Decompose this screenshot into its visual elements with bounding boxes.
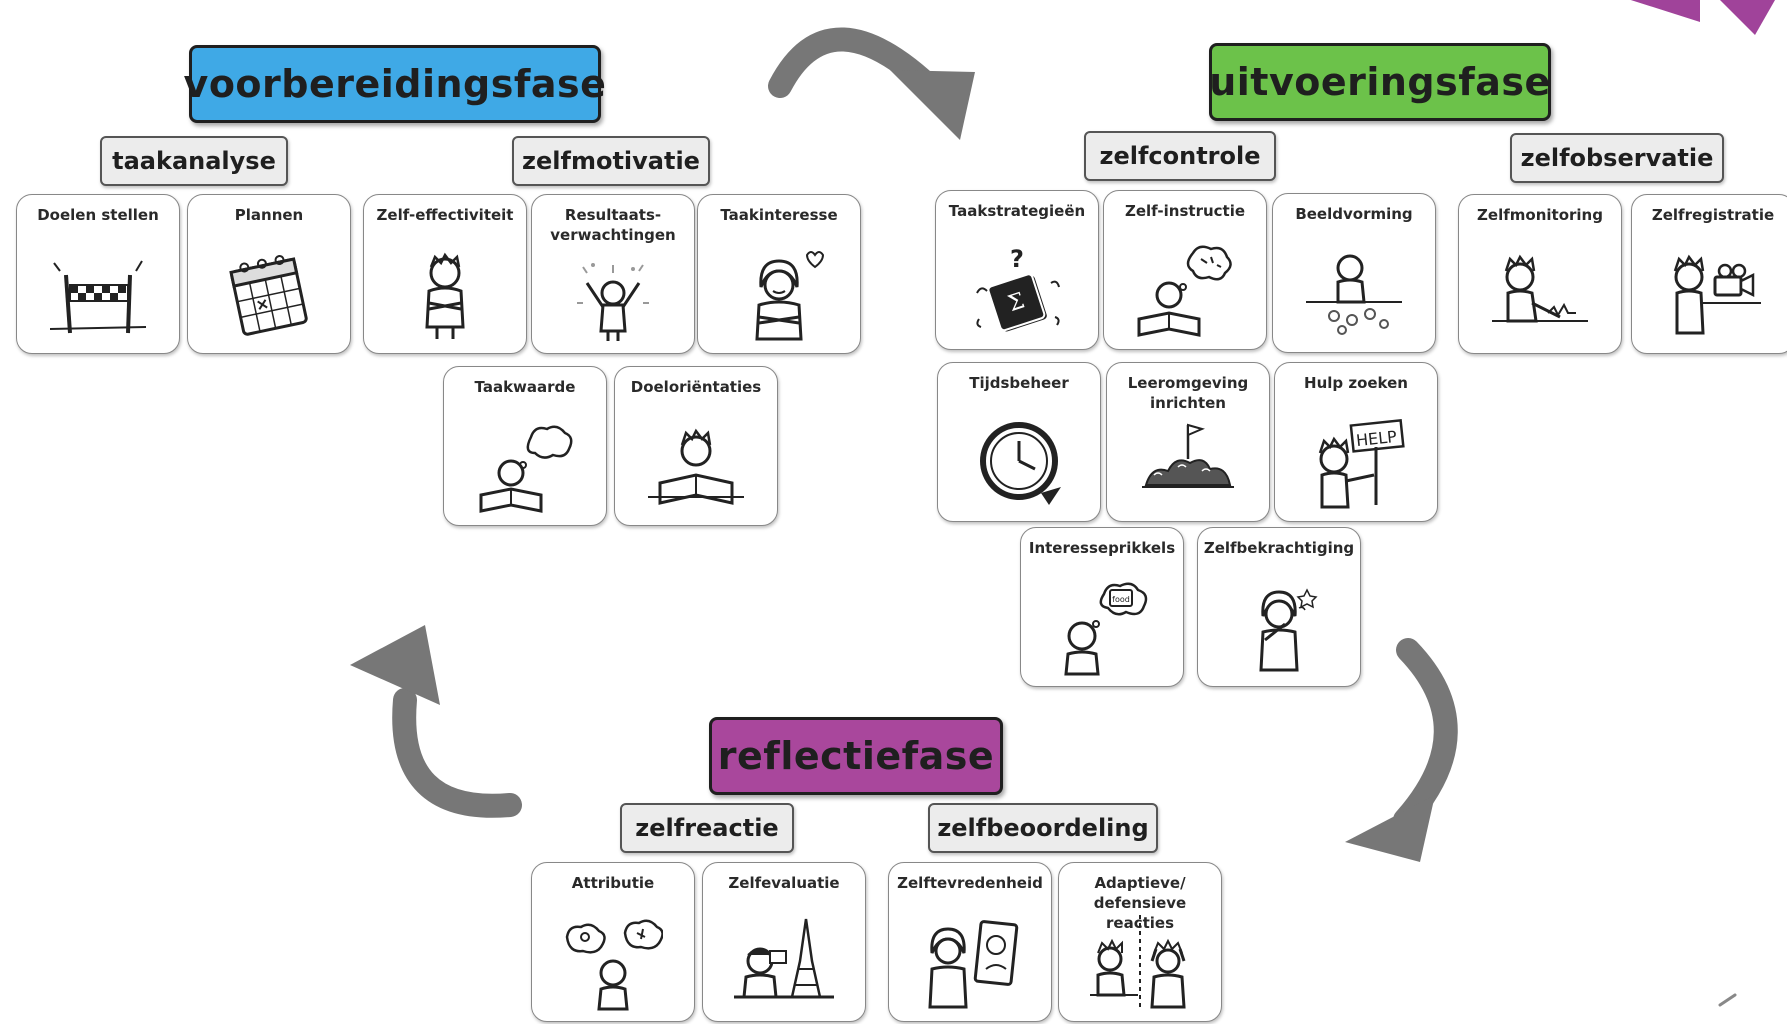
card-leeromgeving-inrichten: Leeromgeving inrichten xyxy=(1106,362,1270,522)
card-taakinteresse: Taakinteresse xyxy=(697,194,861,354)
clock-icon xyxy=(980,422,1061,505)
card-label: Zelfbekrachtiging xyxy=(1203,539,1355,557)
card-label: Taakstrategieën xyxy=(948,202,1086,220)
card-label: Resultaats- verwachtingen xyxy=(550,206,676,244)
card-label: Zelfevaluatie xyxy=(728,874,840,892)
imagery-icon xyxy=(1306,254,1402,335)
card-label: Zelfmonitoring xyxy=(1477,206,1603,224)
arrow-refl-to-prep-head xyxy=(350,625,440,705)
calendar-icon xyxy=(229,255,308,336)
card-tijdsbeheer: Tijdsbeheer xyxy=(937,362,1101,522)
cheering-person-icon xyxy=(577,263,649,341)
svg-text:Σ: Σ xyxy=(1005,288,1028,317)
card-label: Zelf-instructie xyxy=(1124,202,1246,220)
group-zelfreactie: zelfreactie xyxy=(620,803,794,853)
group-taakanalyse: taakanalyse xyxy=(100,136,288,186)
group-zelfobservatie: zelfobservatie xyxy=(1510,133,1724,183)
card-resultaatsverwachtingen: Resultaats- verwachtingen xyxy=(531,194,695,354)
card-doelorientaties: Doeloriëntaties xyxy=(614,366,778,526)
card-hulp-zoeken: Hulp zoeken HELP xyxy=(1274,362,1438,522)
card-label: Zelfregistratie xyxy=(1651,206,1775,224)
card-zelf-instructie: Zelf-instructie xyxy=(1103,190,1267,350)
finish-line-icon xyxy=(49,260,147,334)
card-zelftevredenheid: Zelftevredenheid xyxy=(888,862,1052,1022)
card-zelfbekrachtiging: Zelfbekrachtiging xyxy=(1197,527,1361,687)
reading-person-icon xyxy=(648,428,744,505)
card-label: Taakinteresse xyxy=(720,206,838,224)
phase-title-reflection: reflectiefase xyxy=(709,717,1003,795)
card-plannen: Plannen xyxy=(187,194,351,354)
card-label: Doelen stellen xyxy=(37,206,159,224)
svg-text:food: food xyxy=(1112,595,1130,604)
group-zelfmotivatie: zelfmotivatie xyxy=(512,136,710,186)
svg-text:HELP: HELP xyxy=(1355,427,1398,450)
card-label: Interesseprikkels xyxy=(1028,539,1176,557)
card-zelf-effectiviteit: Zelf-effectiviteit xyxy=(363,194,527,354)
mirror-icon xyxy=(928,920,1019,1009)
reward-icon xyxy=(1259,588,1318,672)
environment-icon xyxy=(1142,423,1234,488)
help-sign-icon: HELP xyxy=(1318,418,1405,509)
confident-person-icon xyxy=(425,252,465,339)
card-label: Zelftevredenheid xyxy=(897,874,1043,892)
card-label: Zelf-effectiviteit xyxy=(376,206,514,224)
arrow-refl-to-prep xyxy=(392,688,522,818)
card-label: Hulp zoeken xyxy=(1304,374,1408,392)
corner-accent-2 xyxy=(1720,0,1775,35)
phase-title-preparation: voorbereidingsfase xyxy=(184,45,606,123)
monitoring-icon xyxy=(1492,254,1588,323)
food-thought-icon: food xyxy=(1064,582,1148,676)
reading-thinking-icon xyxy=(479,425,573,513)
attribution-icon xyxy=(565,919,663,1011)
card-zelfevaluatie: Zelfevaluatie xyxy=(702,862,866,1022)
arrow-prep-to-exec xyxy=(768,27,947,104)
card-doelen-stellen: Doelen stellen xyxy=(16,194,180,354)
arrow-exec-to-refl-head xyxy=(1345,795,1435,862)
card-zelfregistratie: Zelfregistratie xyxy=(1631,194,1787,354)
group-zelfbeoordeling: zelfbeoordeling xyxy=(928,803,1158,853)
pen-icon xyxy=(1718,993,1737,1007)
card-interesseprikkels: Interesseprikkels food xyxy=(1020,527,1184,687)
card-label: Taakwaarde xyxy=(474,378,576,396)
eiffel-tower-icon xyxy=(734,918,834,999)
phase-title-execution: uitvoeringsfase xyxy=(1209,43,1551,121)
card-label: Beeldvorming xyxy=(1295,205,1413,223)
interested-person-icon xyxy=(755,251,825,341)
card-beeldvorming: Beeldvorming xyxy=(1272,193,1436,353)
self-instruction-icon xyxy=(1137,245,1232,337)
group-zelfcontrole: zelfcontrole xyxy=(1084,131,1276,181)
corner-accent-1 xyxy=(1630,0,1700,22)
arrow-prep-to-exec-head xyxy=(890,70,975,140)
arrow-exec-to-refl xyxy=(1393,638,1458,832)
card-zelfmonitoring: Zelfmonitoring xyxy=(1458,194,1622,354)
strategy-book-icon: Σ ? xyxy=(976,245,1060,332)
card-taakstrategieen: Taakstrategieën Σ ? xyxy=(935,190,1099,350)
card-label: Doeloriëntaties xyxy=(630,378,762,396)
card-label: Leeromgeving inrichten xyxy=(1127,374,1249,412)
reactions-icon xyxy=(1090,915,1186,1011)
card-taakwaarde: Taakwaarde xyxy=(443,366,607,526)
card-label: Attributie xyxy=(571,874,655,892)
card-label: Tijdsbeheer xyxy=(969,374,1069,392)
card-attributie: Attributie xyxy=(531,862,695,1022)
card-adaptieve-defensieve-reacties: Adaptieve/ defensieve reacties xyxy=(1058,862,1222,1022)
svg-text:?: ? xyxy=(1010,245,1024,273)
camera-icon xyxy=(1673,254,1761,335)
card-label: Plannen xyxy=(234,206,304,224)
